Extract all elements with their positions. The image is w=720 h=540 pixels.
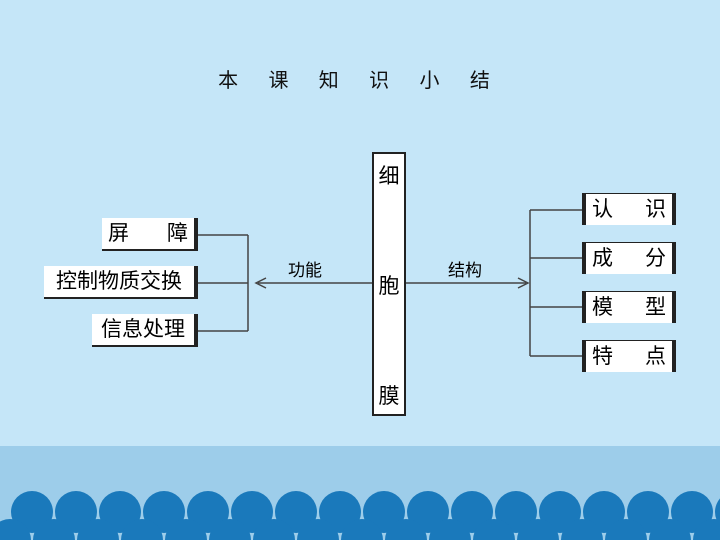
wave-dome xyxy=(165,519,207,540)
wave-dome xyxy=(693,519,720,540)
center-char: 胞 xyxy=(378,274,400,298)
wave-dome xyxy=(561,519,603,540)
item-text: 障 xyxy=(167,221,188,245)
function-item-barrier: 屏 障 xyxy=(102,218,198,251)
wave-dome xyxy=(77,519,119,540)
wave-dome xyxy=(209,519,251,540)
wave-dome xyxy=(517,519,559,540)
center-char: 细 xyxy=(378,164,400,188)
wave-dome xyxy=(715,498,720,526)
wave-dome xyxy=(253,519,295,540)
center-char: 膜 xyxy=(378,384,400,408)
wave-dome xyxy=(0,519,31,540)
item-text: 信息处理 xyxy=(101,317,185,341)
structure-item-recognition: 认 识 xyxy=(582,193,676,225)
wave-dome xyxy=(473,519,515,540)
wave-decoration xyxy=(0,491,720,540)
item-text: 控制物质交换 xyxy=(56,269,182,293)
wave-dome xyxy=(649,519,691,540)
wave-dome xyxy=(297,519,339,540)
structure-item-composition: 成 分 xyxy=(582,242,676,274)
slide-title: 本 课 知 识 小 结 xyxy=(218,68,502,92)
wave-dome xyxy=(341,519,383,540)
item-text: 特 xyxy=(592,344,613,368)
item-text: 屏 xyxy=(108,221,129,245)
structure-item-features: 特 点 xyxy=(582,340,676,372)
structure-item-model: 模 型 xyxy=(582,291,676,323)
function-item-exchange: 控制物质交换 xyxy=(44,266,198,299)
item-text: 成 xyxy=(592,246,613,270)
right-connector-lines xyxy=(406,209,583,357)
item-text: 识 xyxy=(645,197,666,221)
wave-dome xyxy=(385,519,427,540)
wave-dome xyxy=(121,519,163,540)
left-connector-lines xyxy=(196,234,372,332)
function-label: 功能 xyxy=(288,261,322,281)
wave-dome xyxy=(605,519,647,540)
item-text: 分 xyxy=(645,246,666,270)
wave-dome xyxy=(33,519,75,540)
cell-membrane-box: 细 胞 膜 xyxy=(372,152,406,416)
function-item-information: 信息处理 xyxy=(92,314,198,347)
item-text: 点 xyxy=(645,344,666,368)
structure-label: 结构 xyxy=(448,261,482,281)
item-text: 认 xyxy=(592,197,613,221)
item-text: 型 xyxy=(645,295,666,319)
wave-dome xyxy=(429,519,471,540)
item-text: 模 xyxy=(592,295,613,319)
